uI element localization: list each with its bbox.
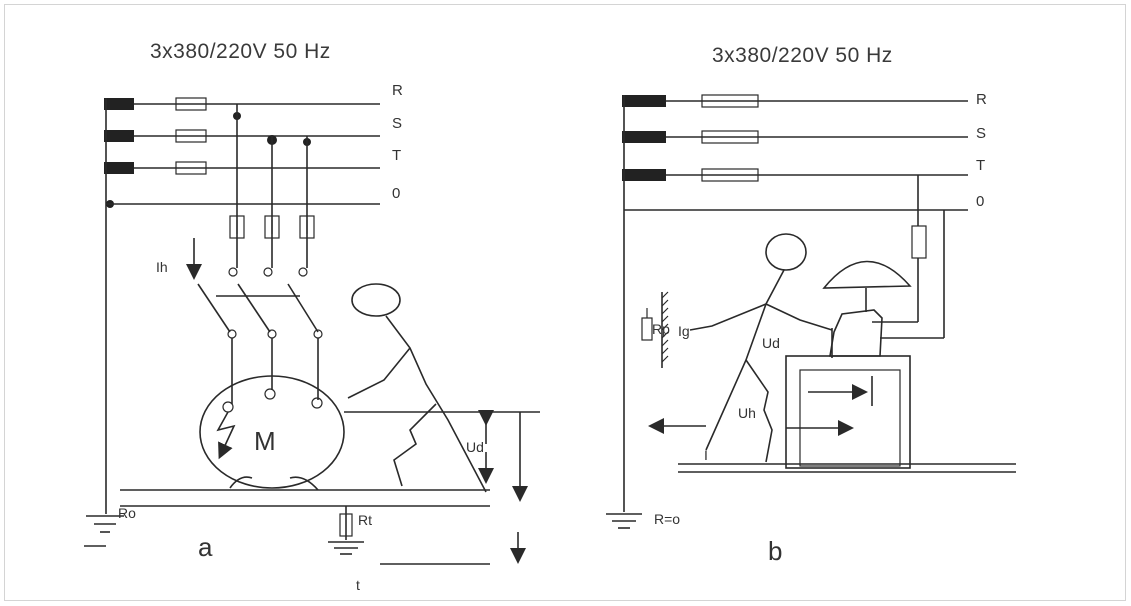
- phase-label-t: T: [392, 147, 401, 164]
- lamp-shade: [822, 260, 912, 289]
- fuse-r: [175, 97, 207, 111]
- label-ih: Ih: [156, 259, 168, 275]
- fuse-t-b: [701, 168, 759, 182]
- supply-block-t-b: [622, 169, 666, 181]
- fault-arrow: [216, 411, 236, 460]
- resistor-rp: [641, 317, 653, 341]
- supply-block-r-b: [622, 95, 666, 107]
- person-body: [385, 315, 487, 493]
- diagram-a: 3x380/220V 50 Hz R S T 0: [84, 40, 540, 593]
- label-rt: Rt: [358, 512, 372, 528]
- cabinet-outer: [785, 355, 911, 469]
- label-i: I: [704, 447, 708, 463]
- diagram-b-title: 3x380/220V 50 Hz: [712, 44, 893, 67]
- fuse-s-b: [701, 130, 759, 144]
- switch-blade-2: [237, 283, 271, 333]
- switch-blade-1: [197, 283, 231, 333]
- lamp-resistor: [911, 225, 927, 259]
- cabinet-inner: [799, 369, 901, 467]
- fuse-r-b: [701, 94, 759, 108]
- motor-label: M: [254, 426, 276, 456]
- person-leg-b: [745, 359, 773, 463]
- resistor-rt: [339, 513, 353, 537]
- motor-housing: [199, 375, 345, 489]
- label-ud-b: Ud: [762, 335, 780, 351]
- image-frame: [4, 4, 1126, 601]
- caption-b: b: [768, 536, 782, 566]
- supply-block-r: [104, 98, 134, 110]
- person-arm: [347, 347, 411, 399]
- person-arm-right: [765, 303, 833, 331]
- person-head: [351, 283, 401, 317]
- switch-blade-3: [287, 283, 319, 333]
- phase-label-0-b: 0: [976, 193, 984, 210]
- lamp-base: [829, 309, 883, 357]
- fuse-t: [175, 161, 207, 175]
- person-body-b: [705, 269, 785, 451]
- phase-label-t-b: T: [976, 157, 985, 174]
- label-ud-a: Ud: [466, 439, 484, 455]
- wall-hatch: [661, 291, 669, 363]
- label-ro-b: R=o: [654, 511, 680, 527]
- motor-feet: [229, 476, 319, 491]
- diagram-b: 3x380/220V 50 Hz R S T 0: [606, 44, 1016, 566]
- phase-label-0: 0: [392, 185, 400, 202]
- supply-block-s: [104, 130, 134, 142]
- branch-fuse-3: [299, 215, 315, 239]
- caption-a: a: [198, 532, 213, 562]
- label-uh: Uh: [738, 405, 756, 421]
- diagram-a-title: 3x380/220V 50 Hz: [150, 40, 331, 63]
- supply-block-s-b: [622, 131, 666, 143]
- person-head-b: [765, 233, 807, 271]
- phase-label-s-b: S: [976, 125, 986, 142]
- label-ig: Ig: [678, 323, 690, 339]
- label-ro: Ro: [118, 505, 136, 521]
- phase-label-r-b: R: [976, 91, 987, 108]
- person-leg: [393, 403, 437, 487]
- person-arm-left: [689, 303, 767, 331]
- label-rp: Rp: [652, 321, 670, 337]
- branch-fuse-2: [264, 215, 280, 239]
- supply-block-t: [104, 162, 134, 174]
- label-t: t: [356, 577, 360, 593]
- fuse-s: [175, 129, 207, 143]
- phase-label-r: R: [392, 82, 403, 99]
- phase-label-s: S: [392, 115, 402, 132]
- branch-fuse-1: [229, 215, 245, 239]
